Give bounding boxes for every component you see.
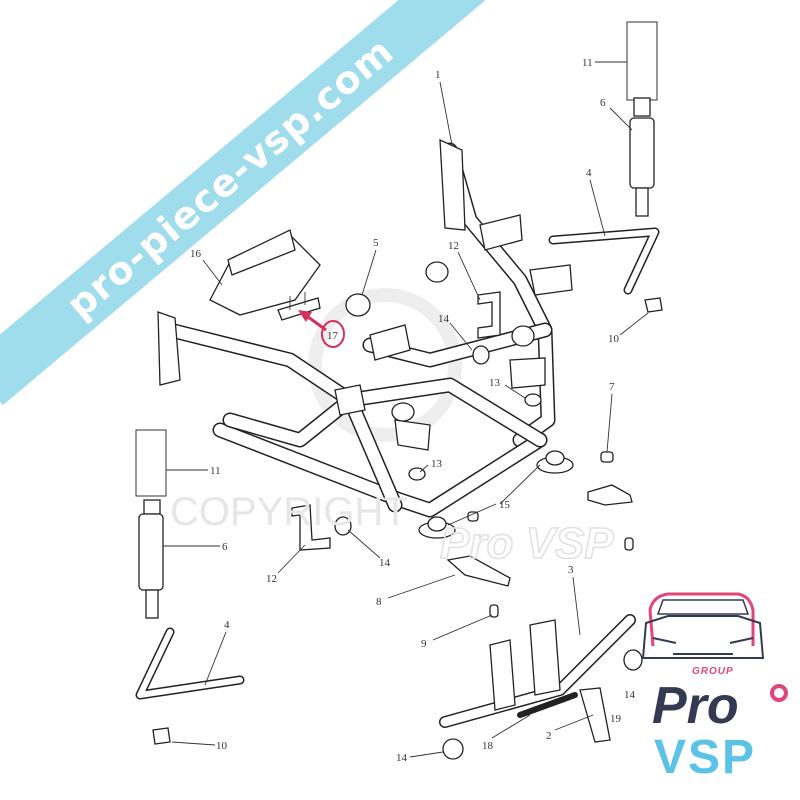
callout-12: 12 bbox=[266, 573, 277, 585]
hex-nut-icon bbox=[770, 684, 788, 702]
logo-group-text: GROUP bbox=[692, 666, 734, 677]
callout-11: 11 bbox=[210, 465, 221, 477]
callout-10: 10 bbox=[608, 333, 620, 345]
callout-3: 3 bbox=[568, 564, 574, 576]
car-outline-icon bbox=[641, 592, 765, 659]
callout-labels: 1116412516171413107111315614128394218101… bbox=[190, 57, 636, 764]
watermark-text: COPYRIGHT bbox=[170, 490, 408, 534]
callout-14: 14 bbox=[396, 752, 408, 764]
bracket-17 bbox=[277, 292, 321, 321]
callout-1: 1 bbox=[435, 69, 441, 81]
callout-2: 2 bbox=[546, 730, 552, 742]
engine-mount-16 bbox=[209, 229, 321, 316]
callout-14: 14 bbox=[379, 557, 391, 569]
callout-6: 6 bbox=[222, 541, 228, 553]
callout-19: 19 bbox=[610, 713, 622, 725]
brackets-12 bbox=[291, 291, 501, 551]
shock-absorbers-6-11 bbox=[135, 21, 658, 619]
mounts-15-7-10 bbox=[152, 297, 663, 745]
callout-8: 8 bbox=[376, 596, 382, 608]
provsp-logo: GROUP Pro VSP bbox=[628, 588, 798, 788]
subframe-3 bbox=[439, 614, 636, 743]
callout-12: 12 bbox=[448, 240, 459, 252]
chassis-frame bbox=[157, 138, 573, 518]
logo-pro-text: Pro bbox=[652, 677, 739, 735]
callout-5: 5 bbox=[373, 237, 379, 249]
logo-vsp-text: VSP bbox=[654, 731, 757, 784]
callout-14: 14 bbox=[438, 313, 450, 325]
callout-4: 4 bbox=[586, 167, 592, 179]
callout-6: 6 bbox=[600, 97, 606, 109]
bracket-8 bbox=[446, 555, 511, 587]
watermark-brand: Pro VSP bbox=[440, 519, 614, 568]
leader-lines bbox=[163, 61, 649, 758]
callout-13: 13 bbox=[489, 377, 501, 389]
callout-4: 4 bbox=[224, 619, 230, 631]
wishbones-4 bbox=[135, 227, 660, 700]
callout-16: 16 bbox=[190, 248, 202, 260]
callout-10: 10 bbox=[216, 740, 228, 752]
callout-17: 17 bbox=[327, 330, 339, 342]
callout-7: 7 bbox=[609, 381, 615, 393]
callout-14: 14 bbox=[624, 689, 636, 701]
watermark-copyright-symbol bbox=[308, 288, 462, 442]
callout-11: 11 bbox=[582, 57, 593, 69]
callout-15: 15 bbox=[499, 499, 511, 511]
callout-18: 18 bbox=[482, 740, 494, 752]
callout-9: 9 bbox=[421, 638, 427, 650]
rubber-buffers bbox=[334, 261, 643, 760]
highlight-arrow-17 bbox=[298, 310, 345, 348]
callout-13: 13 bbox=[431, 458, 443, 470]
